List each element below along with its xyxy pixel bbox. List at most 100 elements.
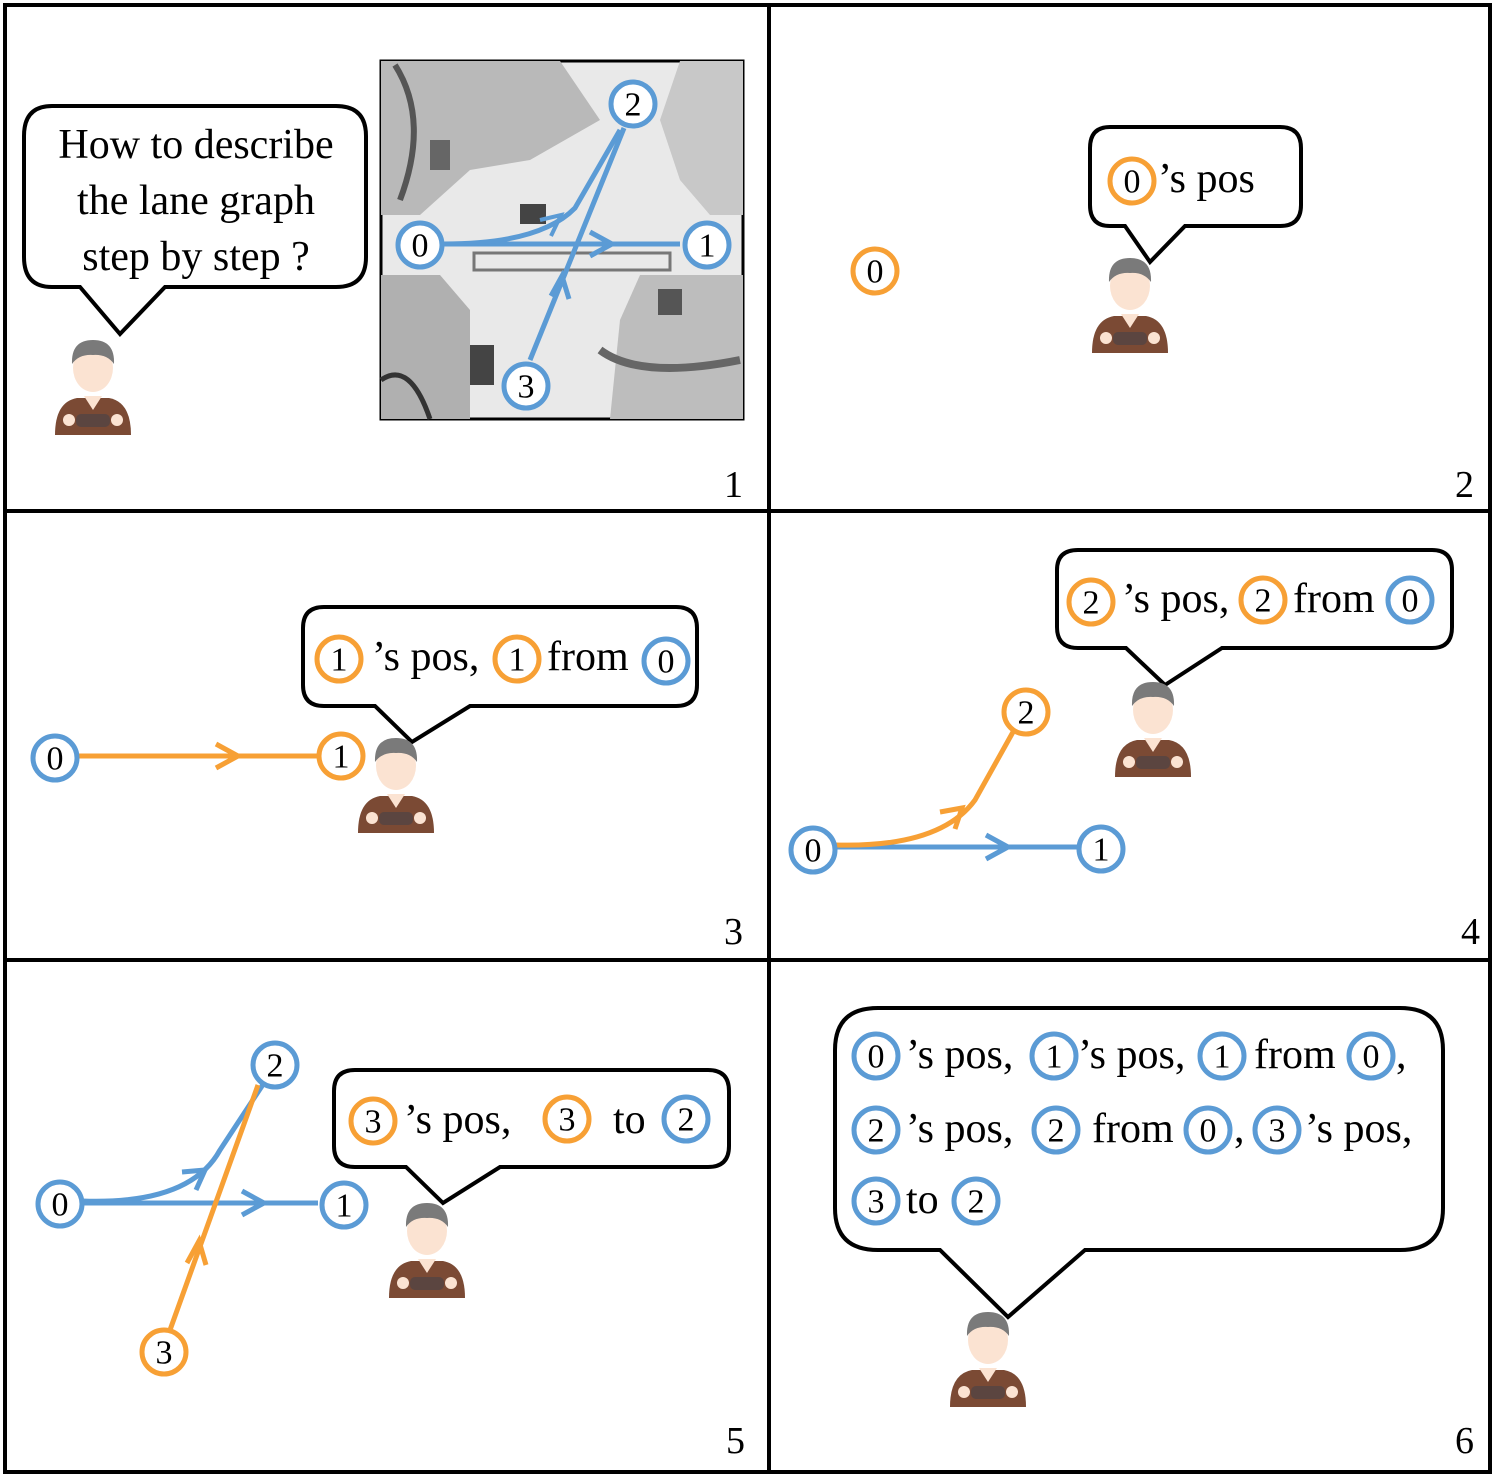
speech-text: ’s pos — [1158, 156, 1255, 202]
question-line-2: the lane graph — [77, 178, 315, 224]
line1-text-4: , — [1396, 1032, 1407, 1078]
person-driver-icon — [1092, 258, 1168, 353]
svg-text:2: 2 — [267, 1048, 284, 1085]
svg-text:2: 2 — [968, 1184, 985, 1221]
panel-grid — [3, 3, 1492, 1474]
svg-text:2: 2 — [1018, 695, 1035, 732]
panel-4: 0 1 2 2 ’s pos, 2 from 0 4 — [788, 548, 1480, 953]
svg-text:0: 0 — [47, 741, 64, 778]
map-node-1: 1 — [682, 220, 732, 270]
person-driver-icon — [950, 1312, 1026, 1407]
inline-node-3: 3 — [1252, 1105, 1302, 1155]
line3-text-1: to — [906, 1177, 939, 1223]
person-driver-icon — [389, 1203, 465, 1298]
svg-text:2: 2 — [1083, 585, 1100, 622]
svg-text:0: 0 — [1363, 1039, 1380, 1076]
svg-text:0: 0 — [867, 254, 884, 291]
svg-text:0: 0 — [1200, 1113, 1217, 1150]
inline-node-1b: 1 — [1197, 1031, 1247, 1081]
speech-bubble — [332, 1068, 731, 1206]
line2-text-2: from — [1092, 1106, 1174, 1152]
svg-text:3: 3 — [156, 1335, 173, 1372]
svg-text:2: 2 — [1255, 583, 1272, 620]
svg-text:1: 1 — [1093, 832, 1110, 869]
graph-node-0: 0 — [850, 246, 900, 296]
svg-text:3: 3 — [1269, 1113, 1286, 1150]
inline-node-3b: 3 — [851, 1176, 901, 1226]
line1-text-1: ’s pos, — [906, 1032, 1013, 1078]
graph-node-0: 0 — [788, 825, 838, 875]
graph-node-3: 3 — [139, 1327, 189, 1377]
inline-node-3: 3 — [348, 1096, 398, 1146]
line2-text-4: ’s pos, — [1305, 1106, 1412, 1152]
inline-node-0: 0 — [851, 1031, 901, 1081]
speech-text-1: ’s pos, — [404, 1097, 511, 1143]
inline-node-1: 1 — [1029, 1031, 1079, 1081]
panel-number-5: 5 — [726, 1420, 745, 1462]
question-line-1: How to describe — [58, 122, 333, 168]
svg-text:0: 0 — [52, 1187, 69, 1224]
svg-text:3: 3 — [868, 1184, 885, 1221]
speech-text-2: from — [1293, 576, 1375, 622]
map-node-2: 2 — [608, 79, 658, 129]
person-driver-icon — [358, 738, 434, 833]
inline-node-2: 2 — [851, 1105, 901, 1155]
graph-node-0: 0 — [35, 1179, 85, 1229]
person-driver-icon — [1115, 682, 1191, 777]
panel-number-6: 6 — [1455, 1420, 1474, 1462]
svg-text:1: 1 — [1046, 1039, 1063, 1076]
svg-text:2: 2 — [868, 1113, 885, 1150]
inline-node-1b: 1 — [492, 634, 542, 684]
graph-node-0: 0 — [30, 733, 80, 783]
svg-text:1: 1 — [1214, 1039, 1231, 1076]
panel-1: How to describe the lane graph step by s… — [22, 59, 745, 506]
graph-node-1: 1 — [316, 731, 366, 781]
inline-node-2c: 2 — [951, 1176, 1001, 1226]
inline-node-0b: 0 — [1346, 1031, 1396, 1081]
svg-text:0: 0 — [805, 833, 822, 870]
svg-text:1: 1 — [333, 739, 350, 776]
svg-text:1: 1 — [336, 1188, 353, 1225]
svg-text:3: 3 — [559, 1102, 576, 1139]
svg-text:0: 0 — [658, 644, 675, 681]
inline-node-0: 0 — [641, 636, 691, 686]
svg-text:2: 2 — [678, 1102, 695, 1139]
speech-bubble — [833, 1006, 1445, 1320]
svg-text:2: 2 — [1048, 1113, 1065, 1150]
line2-text-3: , — [1234, 1106, 1245, 1152]
map-node-0: 0 — [395, 220, 445, 270]
svg-text:3: 3 — [518, 369, 535, 406]
speech-text-2: from — [547, 634, 629, 680]
speech-text-1: ’s pos, — [372, 634, 479, 680]
person-driver-icon — [55, 340, 131, 435]
svg-text:2: 2 — [625, 87, 642, 124]
question-line-3: step by step ? — [82, 234, 309, 280]
panel-5: 0 1 2 3 3 ’s pos, 3 to 2 5 — [35, 1040, 745, 1462]
aerial-intersection-map — [379, 59, 745, 421]
inline-node-2: 2 — [661, 1094, 711, 1144]
svg-text:0: 0 — [868, 1039, 885, 1076]
panel-3: 0 1 1 ’s pos, 1 from 0 3 — [30, 605, 743, 953]
speech-text-2: to — [613, 1097, 646, 1143]
panel-number-1: 1 — [724, 464, 743, 506]
graph-node-1: 1 — [1076, 824, 1126, 874]
graph-node-1: 1 — [319, 1180, 369, 1230]
inline-node-0: 0 — [1107, 156, 1157, 206]
svg-text:1: 1 — [331, 642, 348, 679]
svg-text:1: 1 — [509, 642, 526, 679]
svg-text:0: 0 — [1124, 164, 1141, 201]
svg-text:3: 3 — [365, 1104, 382, 1141]
line2-text-1: ’s pos, — [906, 1106, 1013, 1152]
inline-node-2b: 2 — [1031, 1105, 1081, 1155]
panel-number-2: 2 — [1455, 464, 1474, 506]
panel-2: 0 0 ’s pos 2 — [850, 125, 1474, 506]
graph-node-2: 2 — [250, 1040, 300, 1090]
inline-node-2: 2 — [1066, 577, 1116, 627]
speech-text-1: ’s pos, — [1122, 576, 1229, 622]
question-bubble — [22, 104, 368, 337]
map-node-3: 3 — [501, 361, 551, 411]
panel-number-4: 4 — [1461, 911, 1480, 953]
line1-text-2: ’s pos, — [1078, 1032, 1185, 1078]
inline-node-2b: 2 — [1238, 575, 1288, 625]
